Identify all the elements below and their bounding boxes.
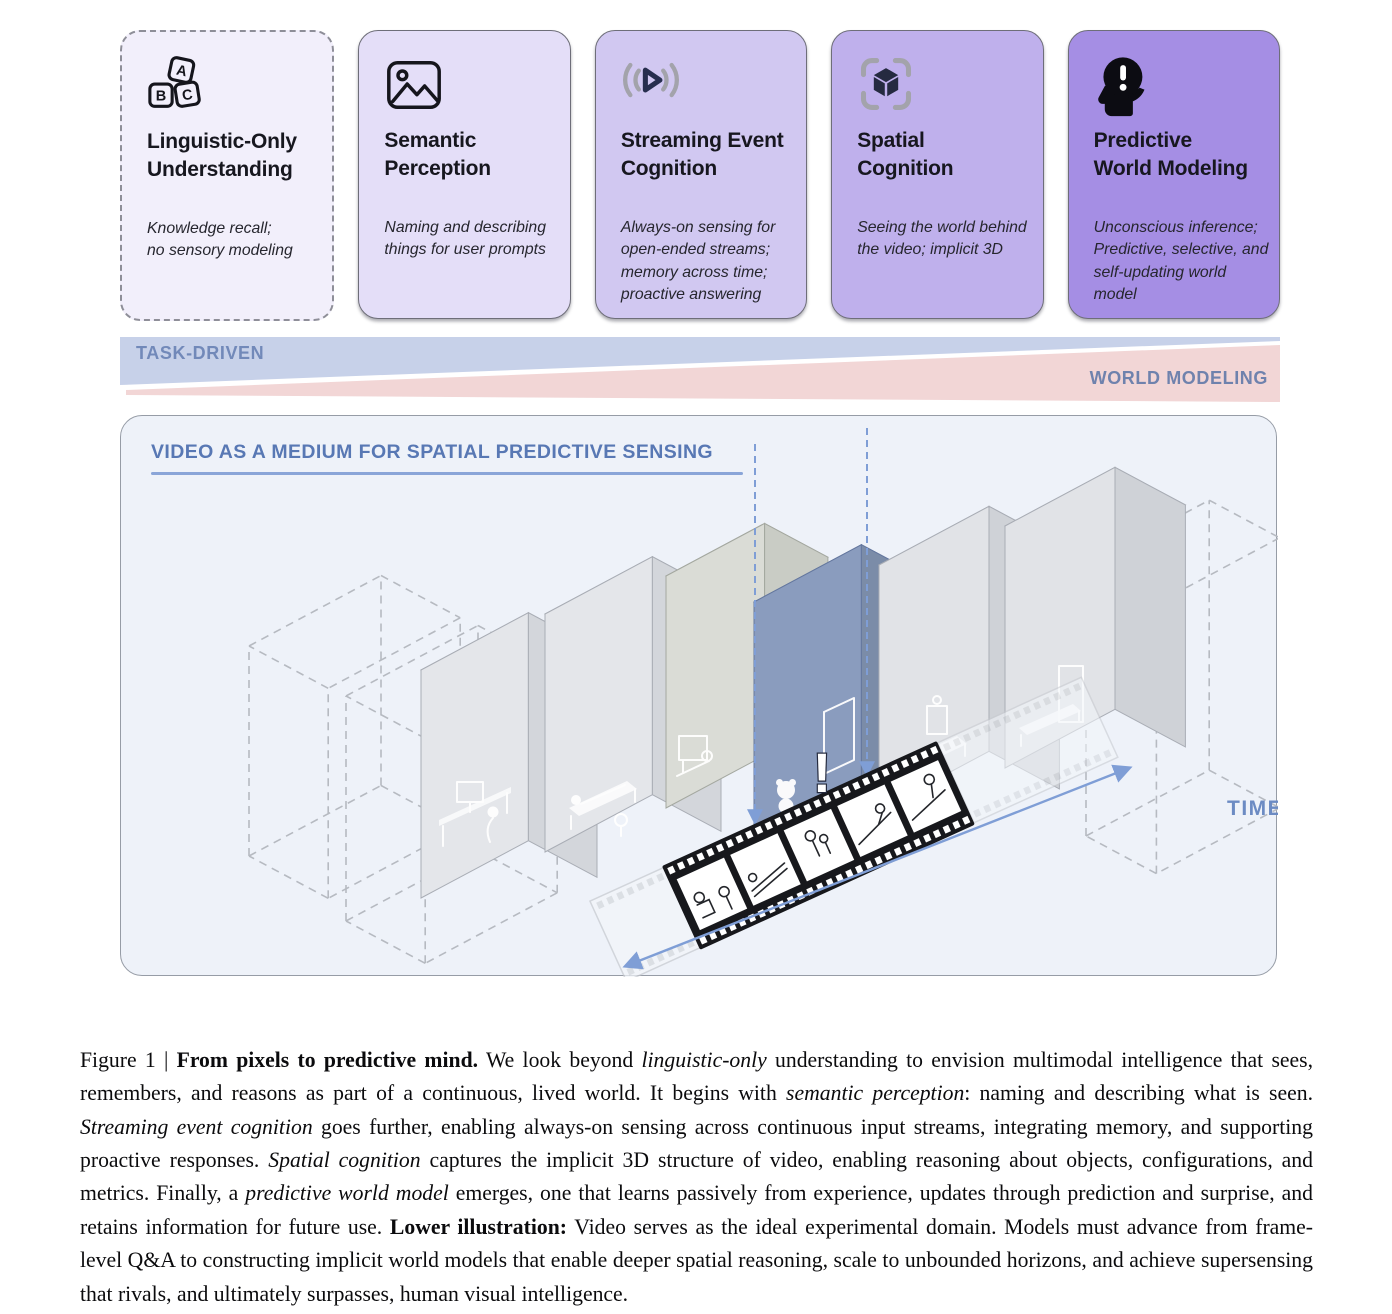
image-icon [383, 53, 445, 117]
svg-text:A: A [175, 63, 189, 81]
card-5-title: Predictive World Modeling [1093, 129, 1248, 180]
isometric-scene: ! TIME [248, 428, 1278, 977]
stages-cards-row: A B C Linguistic-Only Understanding Know… [120, 30, 1281, 321]
head-alert-icon [1093, 53, 1155, 117]
card-4: Spatial Cognition Seeing the world behin… [831, 30, 1044, 319]
world-modeling-wedge [126, 345, 1280, 402]
illustration-panel: ! TIME VIDEO AS A MEDIUM FOR SPATIAL PRE… [120, 415, 1278, 977]
card-1: A B C Linguistic-Only Understanding Know… [120, 30, 335, 321]
task-driven-label: TASK-DRIVEN [136, 343, 265, 363]
abc-blocks-icon: A B C [146, 54, 208, 118]
card-3-desc: Always-on sensing for open-ended streams… [620, 219, 776, 304]
card-4-title: Spatial Cognition [857, 129, 954, 180]
spectrum-band: TASK-DRIVEN WORLD MODELING [120, 332, 1280, 404]
card-2: Semantic Perception Naming and describin… [358, 30, 571, 319]
card-5-desc: Unconscious inference; Predictive, selec… [1093, 219, 1269, 304]
task-driven-wedge [120, 337, 1280, 385]
card-3-title: Streaming Event Cognition [620, 129, 784, 180]
streaming-waves-play-icon [620, 53, 682, 117]
cube-scan-icon [856, 53, 918, 117]
card-4-desc: Seeing the world behind the video; impli… [857, 219, 1027, 259]
svg-text:B: B [156, 89, 166, 105]
world-modeling-label: WORLD MODELING [1089, 368, 1268, 388]
card-2-title: Semantic Perception [384, 129, 491, 180]
alert-glyph: ! [813, 741, 832, 804]
svg-text:C: C [181, 87, 194, 105]
time-axis-label: TIME [1227, 797, 1278, 820]
card-1-title: Linguistic-Only Understanding [147, 130, 297, 181]
spectrum-wedges [120, 337, 1280, 402]
card-5: Predictive World Modeling Unconscious in… [1067, 30, 1281, 319]
panel-title-underline [151, 472, 743, 475]
card-2-desc: Naming and describing things for user pr… [384, 219, 546, 259]
card-3: Streaming Event Cognition Always-on sens… [594, 30, 808, 319]
card-1-desc: Knowledge recall; no sensory modeling [147, 220, 293, 260]
panel-title: VIDEO AS A MEDIUM FOR SPATIAL PREDICTIVE… [151, 441, 714, 463]
figure-caption: Figure 1 | From pixels to predictive min… [80, 1047, 1314, 1306]
